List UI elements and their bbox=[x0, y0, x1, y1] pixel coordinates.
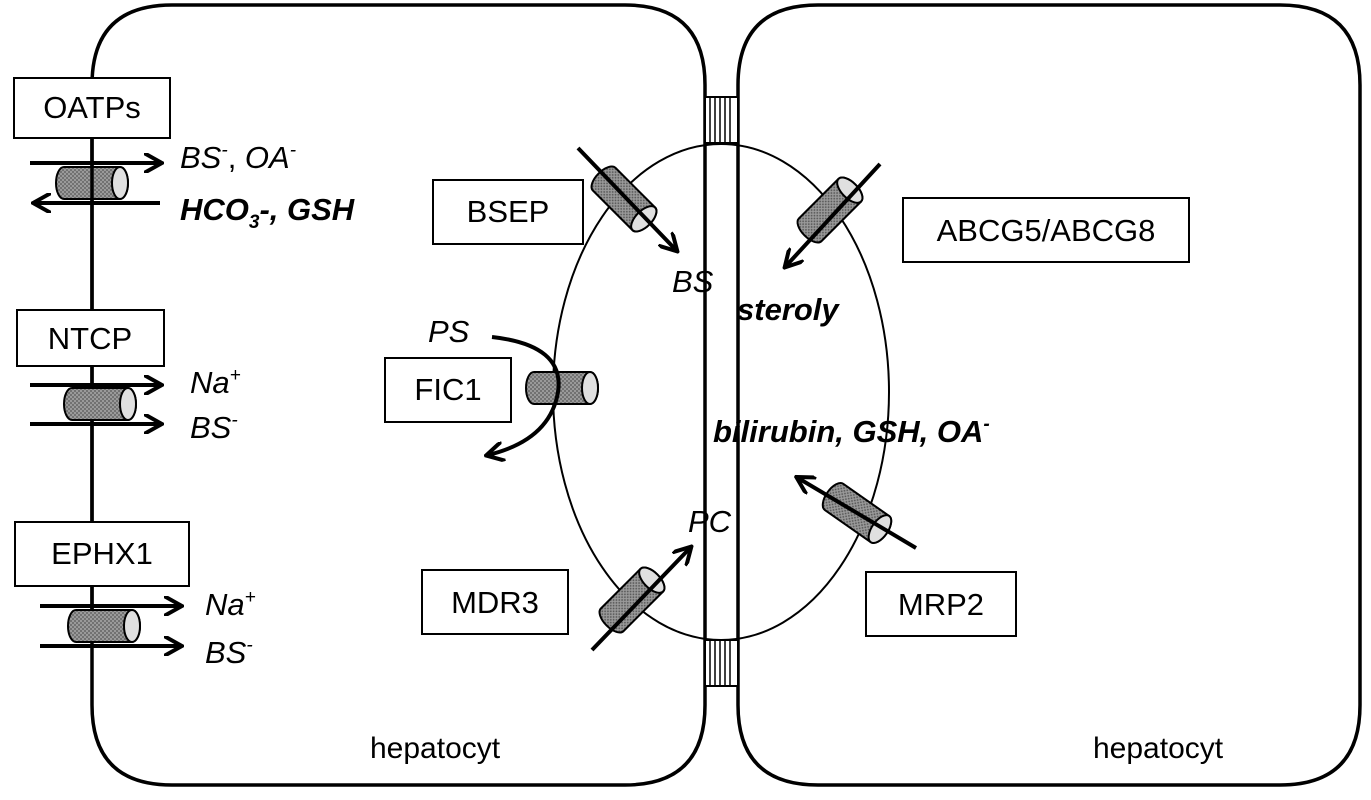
left-cell-label: hepatocyt bbox=[370, 732, 501, 765]
fic1-label: FIC1 bbox=[414, 372, 481, 407]
abcg5-abcg8-arrow bbox=[786, 162, 882, 266]
abcg5-abcg8-label: ABCG5/ABCG8 bbox=[937, 213, 1156, 248]
tight-junction-bottom bbox=[704, 639, 739, 687]
left-hepatocyte-outline bbox=[90, 3, 707, 787]
mdr3-label: MDR3 bbox=[451, 585, 539, 620]
fic1-arrow bbox=[488, 335, 561, 455]
ntcp-transporter: NTCP bbox=[16, 309, 165, 424]
canal-bilirubin-label: bilirubin, GSH, OA- bbox=[713, 414, 990, 449]
right-hepatocyte-outline bbox=[736, 3, 1362, 787]
mrp2-box bbox=[865, 571, 1017, 637]
canal-steroly-label: steroly bbox=[737, 292, 840, 327]
ntcp-na-substrate: Na+ bbox=[190, 365, 241, 400]
ntcp-label: NTCP bbox=[48, 321, 132, 356]
mrp2-arrow bbox=[798, 478, 918, 550]
fic1-cylinder bbox=[525, 371, 599, 405]
oatps-efflux-substrates: HCO3-, GSH bbox=[180, 192, 355, 233]
right-cell-label: hepatocyt bbox=[1093, 732, 1224, 765]
ephx1-transporter: EPHX1 bbox=[14, 521, 190, 646]
mdr3-arrow bbox=[590, 548, 690, 652]
mrp2-label: MRP2 bbox=[898, 587, 984, 622]
bsep-label: BSEP bbox=[467, 194, 550, 229]
ephx1-label: EPHX1 bbox=[51, 536, 153, 571]
canal-pc-label: PC bbox=[688, 504, 732, 539]
mdr3-box bbox=[421, 569, 569, 635]
fic1-ps-label: PS bbox=[428, 314, 470, 349]
oatps-label: OATPs bbox=[43, 90, 141, 125]
oatps-transporter: OATPs bbox=[13, 77, 171, 203]
abcg5-abcg8-box bbox=[902, 197, 1190, 263]
bsep-box bbox=[432, 179, 584, 245]
oatps-influx-substrates: BS-, OA- bbox=[180, 140, 296, 175]
tight-junction-top bbox=[704, 96, 739, 144]
ephx1-na-substrate: Na+ bbox=[205, 587, 256, 622]
abcg5-abcg8-cylinder bbox=[792, 172, 868, 248]
ntcp-bs-substrate: BS- bbox=[190, 410, 238, 445]
ephx1-bs-substrate: BS- bbox=[205, 635, 253, 670]
canal-bs-label: BS bbox=[672, 264, 714, 299]
bsep-arrow bbox=[576, 146, 676, 250]
fic1-box bbox=[384, 357, 512, 423]
